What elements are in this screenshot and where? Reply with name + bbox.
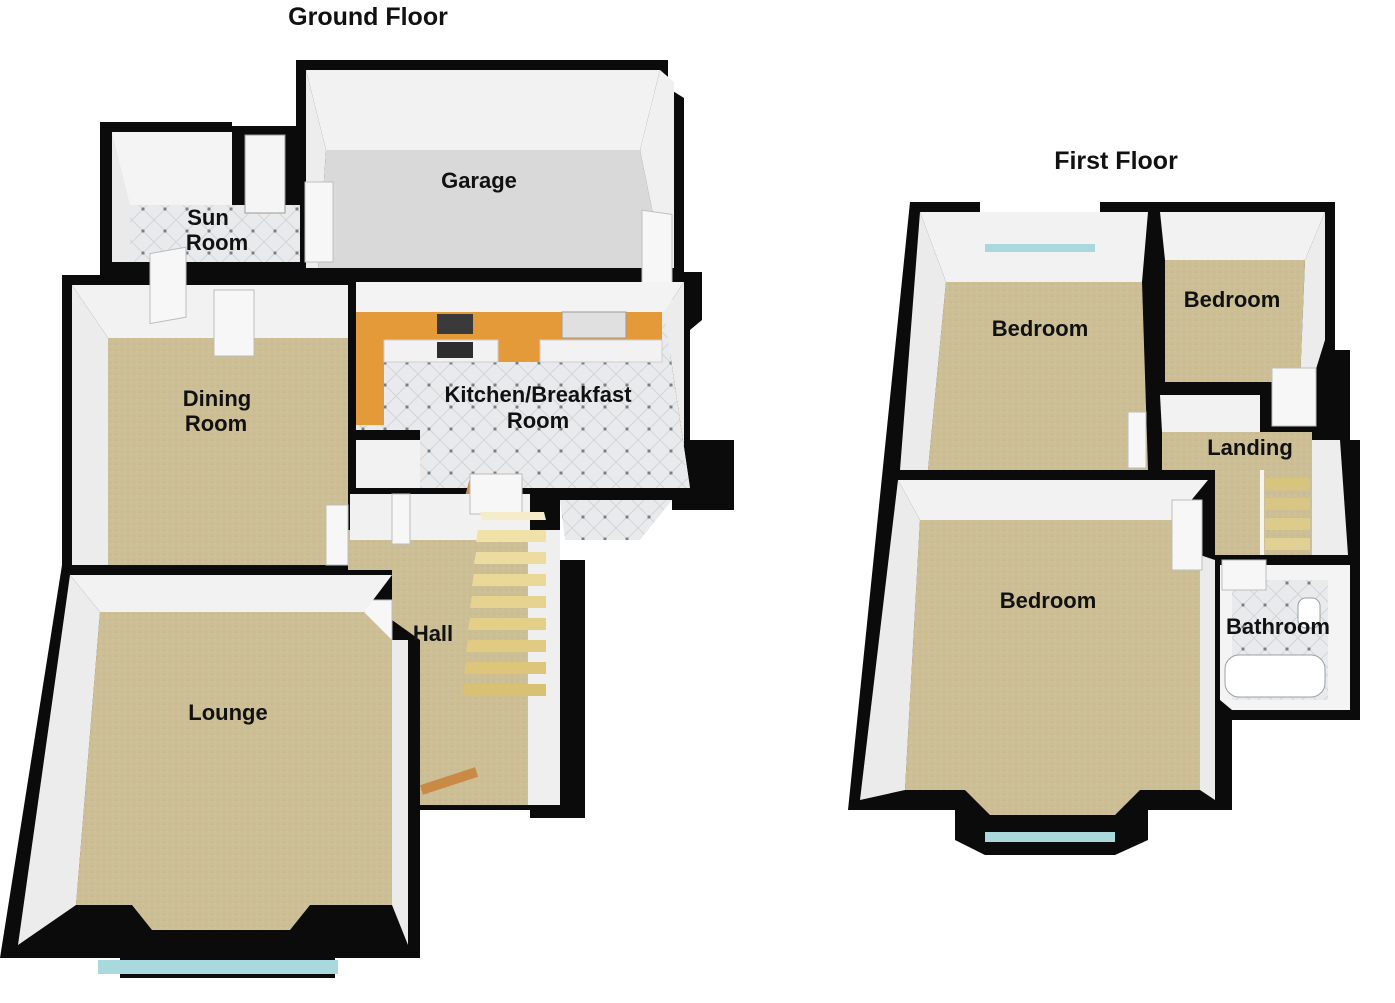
bedroom-2-label: Bedroom: [1184, 287, 1281, 312]
first-floor: [848, 202, 1360, 855]
ground-floor: [0, 60, 734, 978]
sink-icon: [561, 311, 627, 339]
bedroom-3-window-icon: [985, 832, 1115, 842]
lounge-window-icon: [98, 960, 338, 974]
dining-door-left-icon: [149, 246, 187, 325]
oven-icon: [437, 342, 473, 358]
garage-floor: [318, 150, 664, 268]
dining-door-right-icon: [213, 289, 255, 357]
bedroom-2-floor: [1165, 260, 1305, 382]
sun-room-label-line2: Room: [186, 230, 248, 255]
bedroom-3-label: Bedroom: [1000, 588, 1097, 613]
first-floor-title: First Floor: [1054, 147, 1178, 175]
kitchen-door-icon: [469, 473, 523, 515]
bedroom-1-label: Bedroom: [992, 316, 1089, 341]
dining-room-label-line2: Room: [185, 411, 247, 436]
bedroom-1-floor: [928, 282, 1148, 470]
sun-room-door-icon: [304, 181, 334, 263]
staircase-icon: [462, 512, 546, 696]
dining-room-floor: [108, 338, 348, 565]
kitchen-label-line1: Kitchen/Breakfast: [444, 382, 632, 407]
sun-room-label-line1: Sun: [187, 205, 229, 230]
bedroom-3-door-icon: [1171, 499, 1203, 571]
hall-door-2-icon: [391, 493, 411, 545]
sun-room-outer-door-icon: [244, 134, 286, 214]
lounge-label: Lounge: [188, 700, 267, 725]
bathroom-label: Bathroom: [1226, 614, 1330, 639]
hall-label: Hall: [413, 621, 453, 646]
kitchen-label-line2: Room: [507, 408, 569, 433]
ground-floor-title: Ground Floor: [288, 3, 448, 31]
dining-room-label-line1: Dining: [183, 386, 251, 411]
lounge-floor: [76, 612, 392, 930]
bathroom-door-icon: [1221, 559, 1267, 591]
landing-label: Landing: [1207, 435, 1293, 460]
front-door-icon: [419, 767, 479, 795]
sun-room-floor: [130, 205, 300, 262]
bedroom-1-door-icon: [1127, 411, 1147, 469]
toilet-icon: [1297, 597, 1321, 629]
bath-icon: [1224, 654, 1326, 698]
bedroom-1-window-icon: [985, 244, 1095, 252]
bedroom-2-door-icon: [1271, 367, 1317, 427]
hall-door-1-icon: [325, 504, 349, 566]
garage-label: Garage: [441, 168, 517, 193]
bedroom-3-floor: [905, 520, 1200, 815]
first-floor-stairs-icon: [1260, 470, 1310, 555]
kitchen-worktop: [356, 312, 662, 425]
hob-icon: [437, 314, 473, 334]
